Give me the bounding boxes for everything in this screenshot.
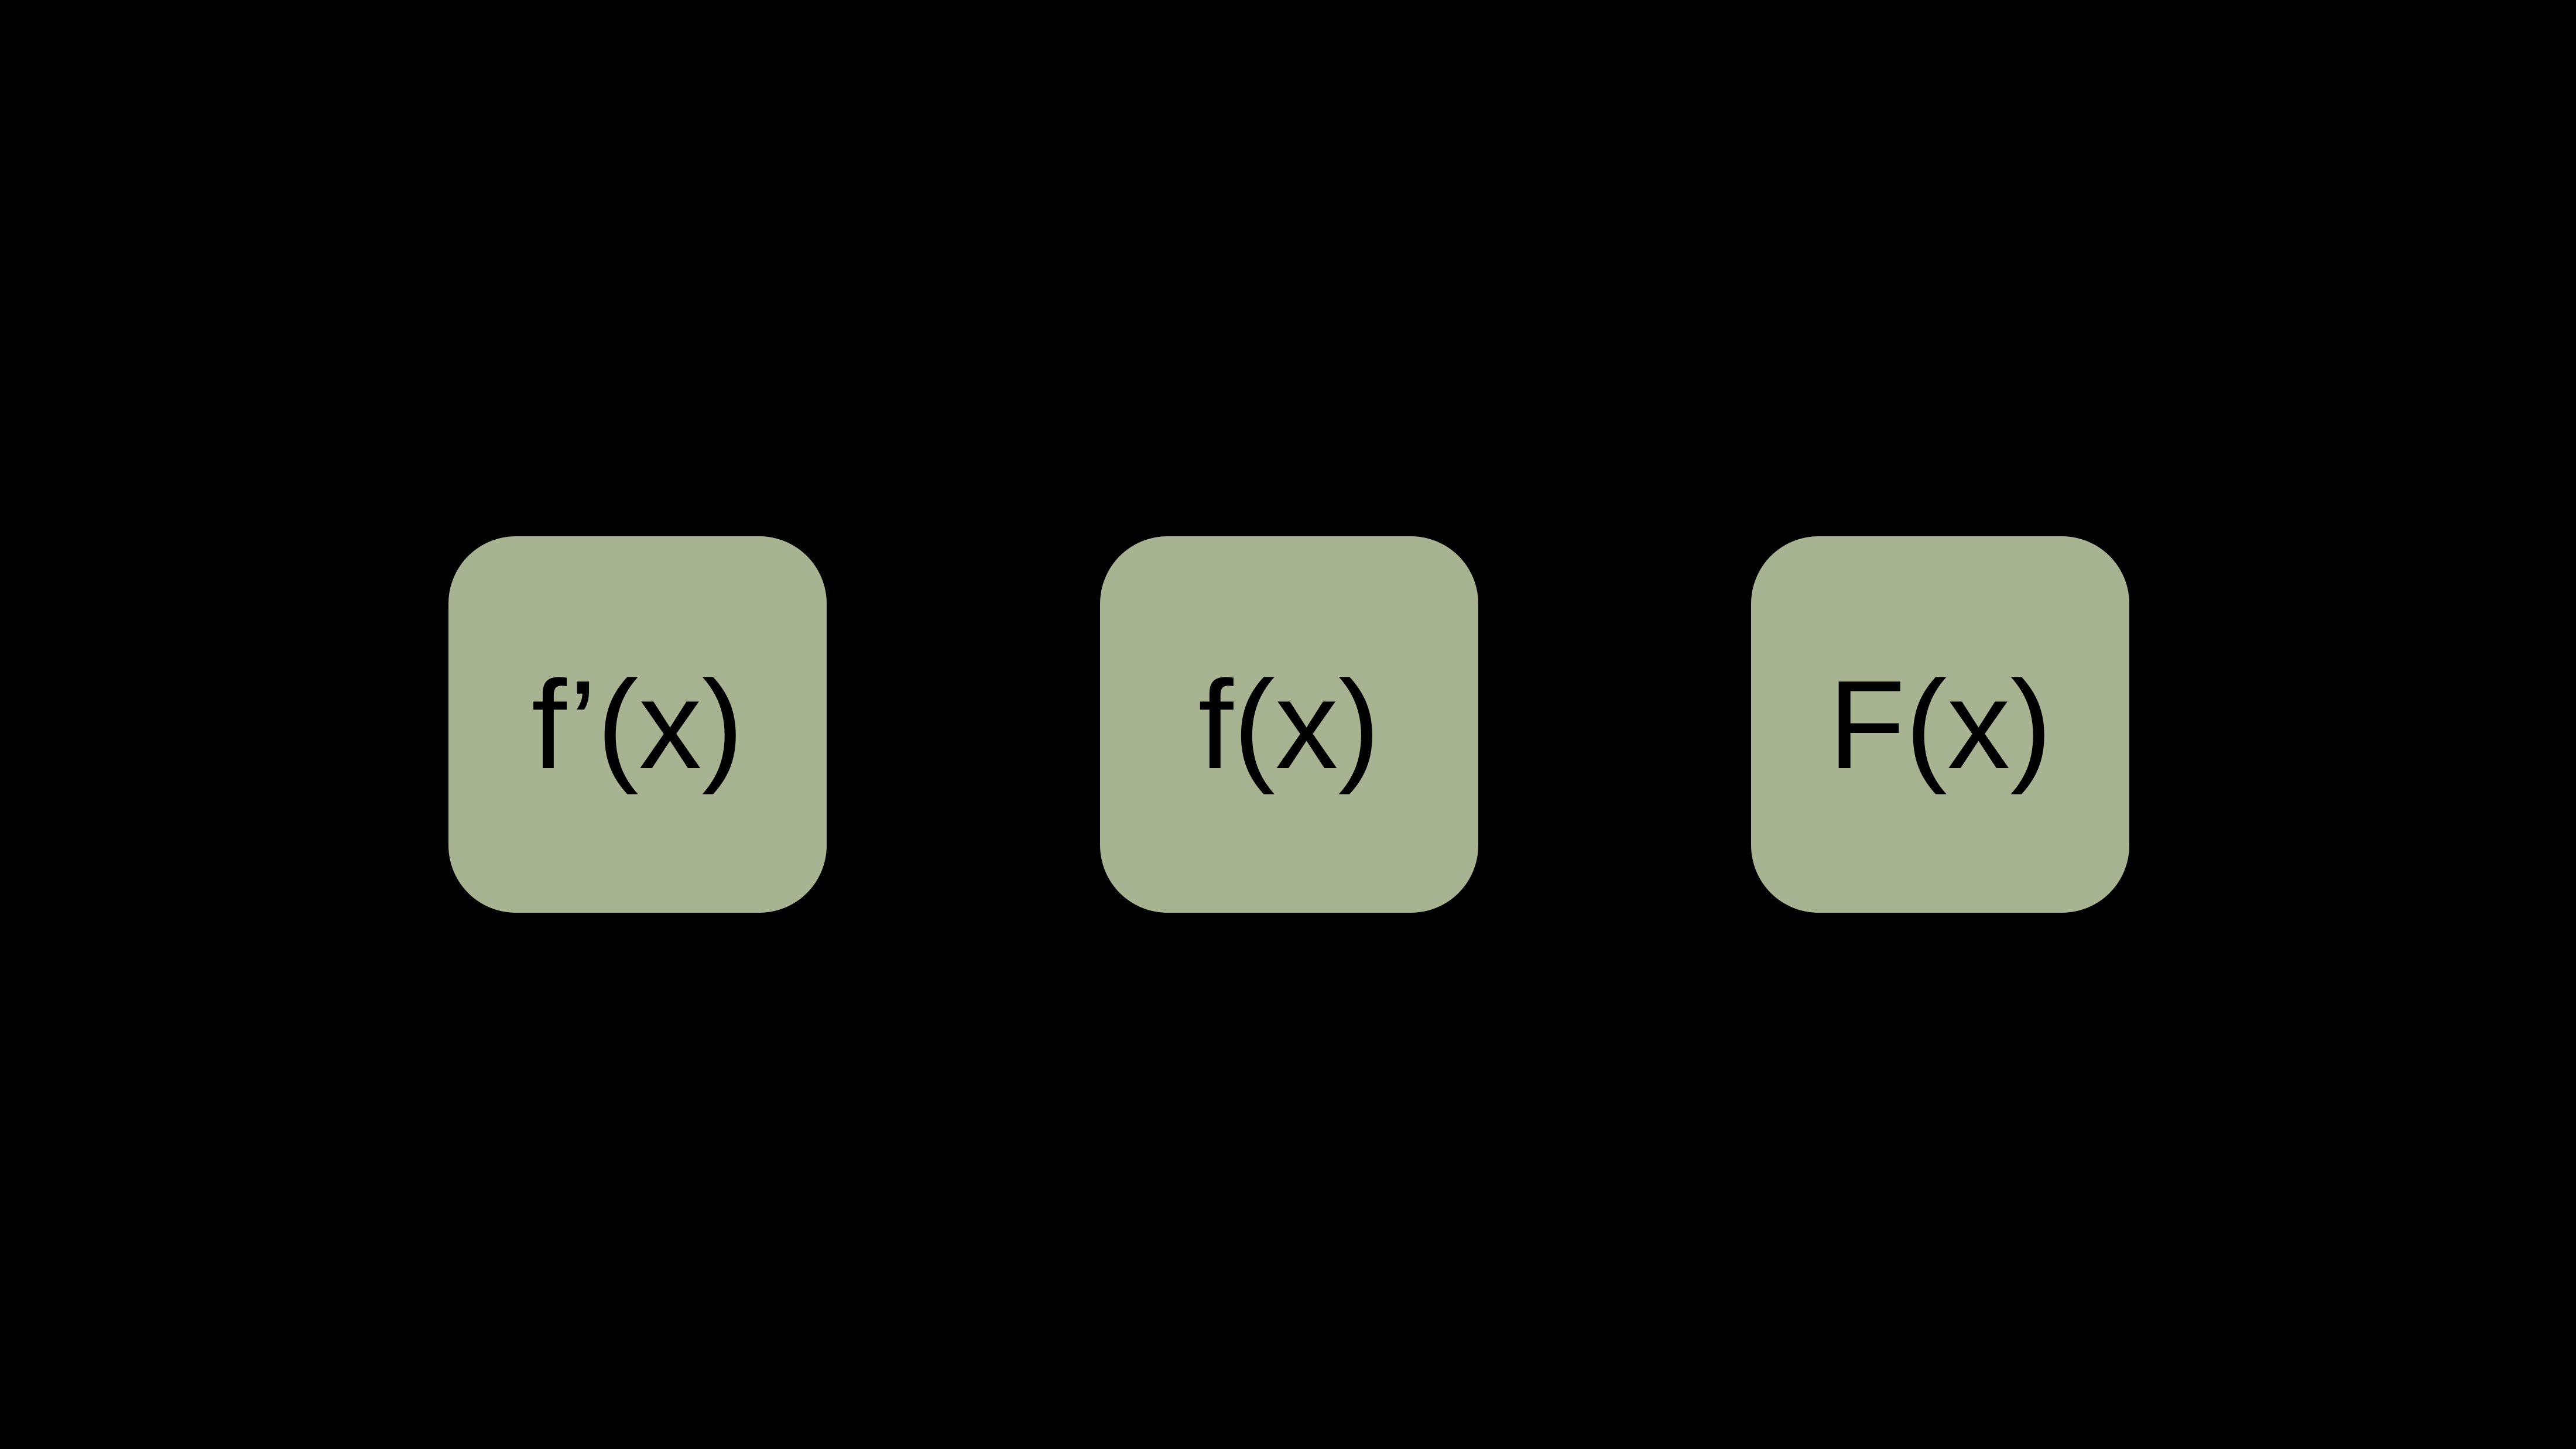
box-derivative: f’(x) (448, 536, 827, 913)
box-antiderivative: F(x) (1751, 536, 2129, 913)
box-function-label: f(x) (1198, 654, 1381, 795)
box-function: f(x) (1100, 536, 1478, 913)
box-derivative-label: f’(x) (531, 654, 744, 795)
box-antiderivative-label: F(x) (1828, 654, 2053, 795)
